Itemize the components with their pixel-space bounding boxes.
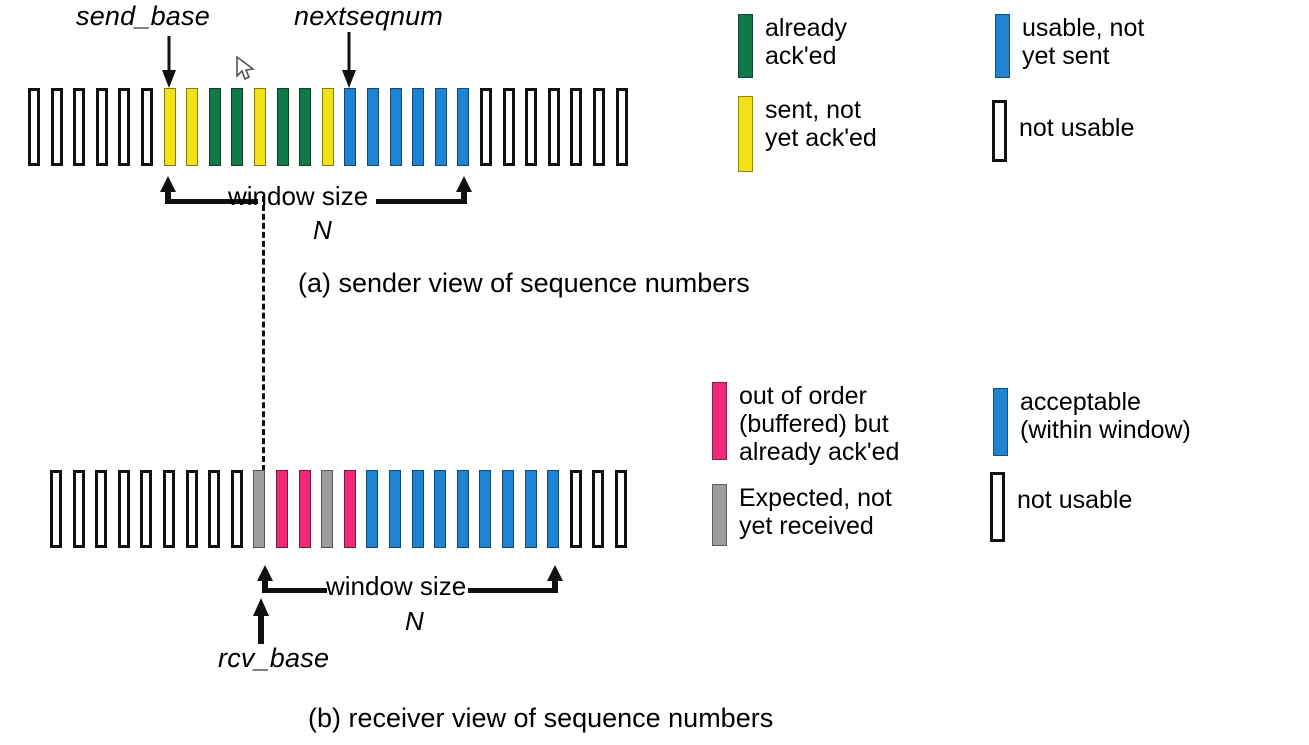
sequence-bar-white: [615, 470, 627, 548]
sequence-bar-white: [28, 88, 40, 166]
legend-label-usable-not-yet-sent: usable, not yet sent: [1022, 14, 1145, 70]
sender-window-size-label: window size: [228, 181, 369, 211]
sequence-bar-white: [117, 470, 130, 548]
sequence-bar-blue: [524, 470, 537, 548]
sequence-bar-blue: [389, 88, 402, 166]
sequence-bar-white: [615, 88, 628, 166]
legend-item-acceptable: acceptable (within window): [993, 388, 1191, 456]
sequence-bar-white: [208, 470, 221, 548]
legend-swatch-pink: [712, 382, 727, 460]
sender-window-bracket-icon: [160, 176, 472, 204]
sequence-bar-white: [547, 88, 560, 166]
legend-label-not-usable-receiver: not usable: [1017, 486, 1133, 514]
sequence-bar-white: [73, 88, 86, 166]
sequence-bar-blue: [456, 470, 469, 548]
sequence-bar-green: [299, 88, 312, 166]
legend-item-out-of-order: out of order (buffered) but already ack'…: [712, 382, 899, 466]
legend-label-sent-not-yet-acked: sent, not yet ack'ed: [765, 96, 877, 152]
legend-label-acceptable: acceptable (within window): [1020, 388, 1191, 444]
legend-item-not-usable-sender: not usable: [992, 100, 1134, 162]
alignment-dashed-line: [262, 196, 265, 471]
sender-window-n-label: N: [313, 215, 332, 245]
sequence-bar-white: [525, 88, 538, 166]
sender-caption: (a) sender view of sequence numbers: [298, 268, 750, 298]
legend-item-sent-not-yet-acked: sent, not yet ack'ed: [738, 96, 877, 172]
sequence-bar-blue: [457, 88, 470, 166]
sequence-bar-white: [593, 88, 605, 166]
sequence-bar-blue: [547, 470, 560, 548]
sequence-bar-white: [480, 88, 492, 166]
legend-item-expected-not-received: Expected, not yet received: [712, 484, 892, 546]
sequence-bar-gray: [321, 470, 334, 548]
sequence-bar-green: [208, 88, 221, 166]
receiver-window-size-label: window size: [326, 571, 467, 601]
sequence-bar-white: [118, 88, 131, 166]
sequence-bar-yellow: [163, 88, 176, 166]
sequence-bar-white: [230, 470, 243, 548]
receiver-window-n-label: N: [405, 606, 424, 636]
sequence-bar-white: [141, 88, 153, 166]
rcv-base-label: rcv_base: [218, 643, 330, 673]
nextseqnum-label: nextseqnum: [294, 1, 444, 31]
legend-swatch-green: [738, 14, 753, 78]
send-base-label: send_base: [76, 1, 210, 31]
legend-swatch-blue: [995, 14, 1010, 78]
legend-label-not-usable-sender: not usable: [1019, 114, 1135, 142]
sequence-bar-white: [185, 470, 198, 548]
legend-swatch-hollow: [992, 100, 1007, 162]
legend-item-already-acked: already ack'ed: [738, 14, 847, 78]
sequence-bar-white: [72, 470, 85, 548]
sequence-bar-blue: [411, 470, 424, 548]
mouse-pointer-icon: [236, 56, 256, 81]
nextseqnum-arrow-icon: [342, 32, 356, 88]
legend-label-already-acked: already ack'ed: [765, 14, 847, 70]
sequence-bar-blue: [434, 88, 447, 166]
sequence-bar-white: [50, 88, 63, 166]
send-base-arrow-icon: [162, 36, 176, 88]
sequence-bar-white: [163, 470, 175, 548]
sequence-bar-pink: [276, 470, 288, 548]
sequence-bar-blue: [366, 470, 379, 548]
sequence-bar-yellow: [321, 88, 334, 166]
sequence-bar-yellow: [254, 88, 266, 166]
sequence-bar-pink: [343, 470, 356, 548]
sequence-bar-yellow: [186, 88, 199, 166]
legend-item-not-usable-receiver: not usable: [990, 472, 1132, 542]
sequence-bar-white: [140, 470, 153, 548]
legend-label-expected-not-received: Expected, not yet received: [739, 484, 892, 540]
sequence-bar-gray: [253, 470, 266, 548]
sequence-bar-blue: [479, 470, 492, 548]
sequence-bar-white: [570, 88, 583, 166]
sequence-bar-blue: [434, 470, 447, 548]
sequence-bar-white: [95, 88, 108, 166]
sequence-bar-pink: [298, 470, 311, 548]
sequence-bar-white: [95, 470, 108, 548]
legend-swatch-gray: [712, 484, 727, 546]
sequence-bar-green: [231, 88, 244, 166]
sequence-bar-white: [50, 470, 62, 548]
sequence-bar-white: [592, 470, 605, 548]
legend-swatch-blue-receiver: [993, 388, 1008, 456]
receiver-window-bracket-icon: [257, 565, 563, 593]
sequence-bar-blue: [412, 88, 425, 166]
sequence-bar-blue: [344, 88, 357, 166]
rcv-base-arrow-icon: [253, 598, 269, 644]
sequence-bar-blue: [502, 470, 514, 548]
legend-swatch-hollow-receiver: [990, 472, 1005, 542]
sequence-bar-blue: [367, 88, 379, 166]
receiver-sequence-bars: [50, 470, 640, 548]
sequence-bar-white: [502, 88, 515, 166]
legend-item-usable-not-yet-sent: usable, not yet sent: [995, 14, 1144, 78]
sender-sequence-bars: [28, 88, 640, 166]
legend-label-out-of-order: out of order (buffered) but already ack'…: [739, 382, 900, 466]
sequence-bar-green: [276, 88, 289, 166]
legend-swatch-yellow: [738, 96, 753, 172]
sequence-bar-white: [569, 470, 582, 548]
receiver-caption: (b) receiver view of sequence numbers: [308, 703, 774, 733]
sequence-bar-blue: [389, 470, 401, 548]
